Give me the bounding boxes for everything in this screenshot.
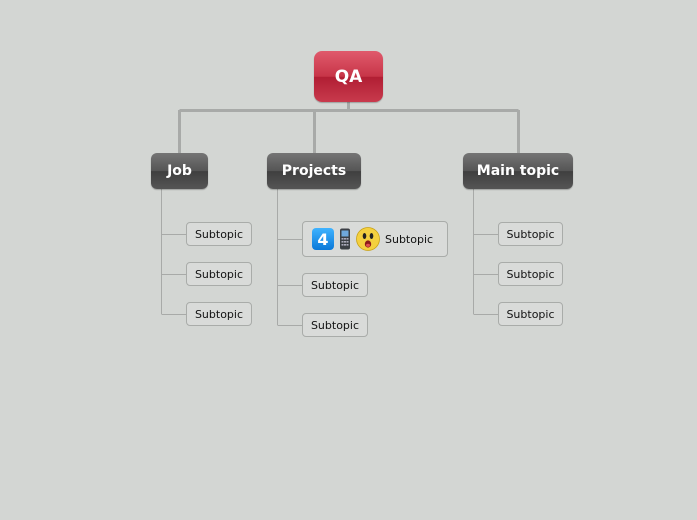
mobile-phone-icon (339, 228, 351, 250)
central-topic-qa[interactable]: QA (314, 51, 383, 102)
subtopic-projects-3[interactable]: Subtopic (302, 313, 368, 337)
subtopic-projects-1[interactable]: 4 Su (302, 221, 448, 257)
subtopic-job-3[interactable]: Subtopic (186, 302, 252, 326)
subtopic-label: Subtopic (506, 267, 555, 281)
subtopic-label: Subtopic (310, 278, 360, 292)
main-topic-projects[interactable]: Projects (267, 153, 361, 189)
main-topic-job[interactable]: Job (151, 153, 208, 189)
subtopic-label: Subtopic (194, 227, 244, 241)
priority-4-icon: 4 (312, 228, 334, 250)
subtopic-label: Subtopic (385, 232, 434, 246)
subtopic-main-topic-3[interactable]: Subtopic (498, 302, 563, 326)
central-topic-label: QA (334, 66, 363, 87)
main-topic-label: Projects (281, 163, 347, 179)
main-topic-label: Job (167, 163, 192, 179)
subtopic-label: Subtopic (310, 318, 360, 332)
subtopic-job-1[interactable]: Subtopic (186, 222, 252, 246)
subtopic-label: Subtopic (506, 307, 555, 321)
subtopic-main-topic-2[interactable]: Subtopic (498, 262, 563, 286)
subtopic-label: Subtopic (194, 307, 244, 321)
surprised-face-icon (356, 227, 380, 251)
subtopic-main-topic-1[interactable]: Subtopic (498, 222, 563, 246)
subtopic-job-2[interactable]: Subtopic (186, 262, 252, 286)
subtopic-projects-2[interactable]: Subtopic (302, 273, 368, 297)
main-topic-main-topic[interactable]: Main topic (463, 153, 573, 189)
subtopic-label: Subtopic (194, 267, 244, 281)
main-topic-label: Main topic (476, 163, 560, 179)
subtopic-label: Subtopic (506, 227, 555, 241)
